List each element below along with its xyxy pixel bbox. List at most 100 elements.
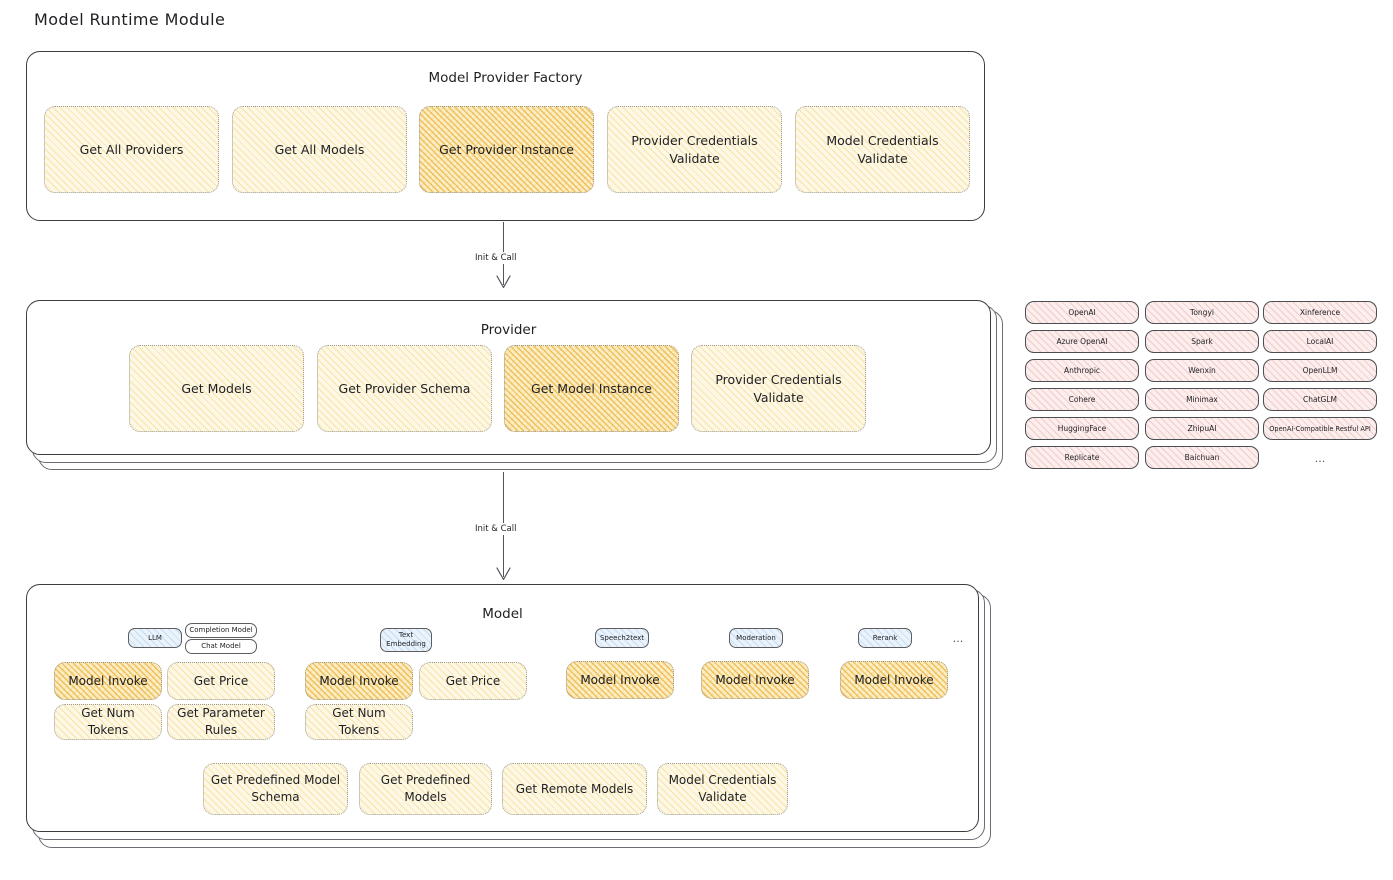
node-get-provider-schema[interactable]: Get Provider Schema — [317, 345, 492, 432]
model-type-badge-speech2text[interactable]: Speech2text — [595, 628, 649, 648]
node-rerank-model-invoke[interactable]: Model Invoke — [840, 661, 948, 699]
provider-chip-cohere[interactable]: Cohere — [1025, 388, 1139, 411]
chip-label: ZhipuAI — [1187, 424, 1217, 433]
provider-chip-openllm[interactable]: OpenLLM — [1263, 359, 1377, 382]
model-subbadge-completion-model[interactable]: Completion Model — [185, 623, 257, 638]
node-label: Get Num Tokens — [332, 706, 386, 737]
node-llm-get-parameter-rules[interactable]: Get Parameter Rules — [167, 704, 275, 740]
node-label: Get Num Tokens — [81, 706, 135, 737]
group-title-factory: Model Provider Factory — [428, 70, 583, 86]
chip-label: Wenxin — [1188, 366, 1216, 375]
provider-chip-chatglm[interactable]: ChatGLM — [1263, 388, 1377, 411]
provider-chip-azure-openai[interactable]: Azure OpenAI — [1025, 330, 1139, 353]
node-label: Get Price — [193, 673, 249, 688]
model-subbadge-chat-model[interactable]: Chat Model — [185, 639, 257, 654]
node-get-predefined-model-schema[interactable]: Get Predefined Model Schema — [203, 763, 348, 815]
badge-label: Speech2text — [599, 633, 645, 642]
group-title-model: Model — [482, 606, 523, 622]
node-llm-get-num-tokens[interactable]: Get Num Tokens — [54, 704, 162, 740]
node-label: Model Credentials Validate — [668, 773, 777, 804]
provider-chip-minimax[interactable]: Minimax — [1145, 388, 1259, 411]
chip-label: Azure OpenAI — [1056, 337, 1108, 346]
node-label: Get Predefined Models — [380, 773, 471, 804]
provider-chip-zhipuai[interactable]: ZhipuAI — [1145, 417, 1259, 440]
provider-chip-xinference[interactable]: Xinference — [1263, 301, 1377, 324]
node-llm-model-invoke[interactable]: Model Invoke — [54, 662, 162, 700]
node-label: Get Models — [181, 380, 252, 396]
chip-label: Replicate — [1064, 453, 1100, 462]
node-model-credentials-validate-model[interactable]: Model Credentials Validate — [657, 763, 788, 815]
node-label: Model Invoke — [580, 672, 660, 687]
node-label: Get Model Instance — [531, 380, 652, 396]
node-label: Provider Credentials Validate — [631, 133, 758, 166]
model-type-badge-text-embedding[interactable]: Text Embedding — [380, 628, 432, 652]
node-label: Get All Providers — [79, 141, 184, 157]
node-label: Get Parameter Rules — [177, 706, 265, 737]
node-provider-credentials-validate[interactable]: Provider Credentials Validate — [691, 345, 866, 432]
node-label: Model Invoke — [854, 672, 934, 687]
provider-chip-baichuan[interactable]: Baichuan — [1145, 446, 1259, 469]
provider-chip-replicate[interactable]: Replicate — [1025, 446, 1139, 469]
node-label: Get Price — [445, 673, 501, 688]
provider-chip-localai[interactable]: LocalAI — [1263, 330, 1377, 353]
arrow-provider-to-model-head — [496, 567, 511, 581]
group-title-provider: Provider — [480, 322, 537, 338]
chip-label: Baichuan — [1184, 453, 1220, 462]
node-model-credentials-validate-factory[interactable]: Model Credentials Validate — [795, 106, 970, 193]
chip-label: OpenLLM — [1302, 366, 1338, 375]
chip-label: ChatGLM — [1303, 395, 1337, 404]
badge-label: Rerank — [872, 633, 898, 642]
node-get-all-models[interactable]: Get All Models — [232, 106, 407, 193]
model-type-badge-llm[interactable]: LLM — [128, 628, 182, 648]
provider-chip-tongyi[interactable]: Tongyi — [1145, 301, 1259, 324]
node-label: Get Predefined Model Schema — [210, 773, 341, 804]
provider-chip-openai[interactable]: OpenAI — [1025, 301, 1139, 324]
node-label: Model Credentials Validate — [826, 133, 939, 166]
provider-chip-huggingface[interactable]: HuggingFace — [1025, 417, 1139, 440]
chip-label: Cohere — [1068, 395, 1096, 404]
node-get-predefined-models[interactable]: Get Predefined Models — [359, 763, 492, 815]
badge-label: Completion Model — [189, 626, 253, 635]
node-llm-get-price[interactable]: Get Price — [167, 662, 275, 700]
node-label: Provider Credentials Validate — [715, 372, 842, 405]
chip-label: LocalAI — [1306, 337, 1334, 346]
model-type-badge-rerank[interactable]: Rerank — [858, 628, 912, 648]
node-provider-credentials-validate-factory[interactable]: Provider Credentials Validate — [607, 106, 782, 193]
chip-label: Xinference — [1299, 308, 1341, 317]
arrow-label-init-call-1: Init & Call — [472, 252, 520, 264]
page-title: Model Runtime Module — [34, 10, 226, 29]
chip-label: Minimax — [1186, 395, 1218, 404]
node-text-embedding-get-num-tokens[interactable]: Get Num Tokens — [305, 704, 413, 740]
arrow-label-init-call-2: Init & Call — [472, 523, 520, 535]
node-label: Model Invoke — [319, 673, 399, 688]
provider-list-more-ellipsis: ... — [1314, 451, 1326, 465]
chip-label: OpenAI — [1068, 308, 1096, 317]
node-get-remote-models[interactable]: Get Remote Models — [502, 763, 647, 815]
provider-chip-spark[interactable]: Spark — [1145, 330, 1259, 353]
chip-label: Anthropic — [1063, 366, 1101, 375]
node-get-provider-instance[interactable]: Get Provider Instance — [419, 106, 594, 193]
badge-label: Moderation — [736, 633, 776, 642]
node-get-model-instance[interactable]: Get Model Instance — [504, 345, 679, 432]
node-get-all-providers[interactable]: Get All Providers — [44, 106, 219, 193]
node-label: Get All Models — [274, 141, 365, 157]
node-label: Get Remote Models — [515, 781, 634, 796]
model-types-more-ellipsis: ... — [952, 631, 964, 645]
arrow-factory-to-provider-head — [496, 275, 511, 289]
provider-chip-wenxin[interactable]: Wenxin — [1145, 359, 1259, 382]
chip-label: HuggingFace — [1057, 424, 1107, 433]
node-label: Model Invoke — [68, 673, 148, 688]
node-get-models[interactable]: Get Models — [129, 345, 304, 432]
node-text-embedding-get-price[interactable]: Get Price — [419, 662, 527, 700]
provider-chip-openai-compatible-restful-api[interactable]: OpenAI-Compatible Restful API — [1263, 417, 1377, 440]
node-speech2text-model-invoke[interactable]: Model Invoke — [566, 661, 674, 699]
node-label: Model Invoke — [715, 672, 795, 687]
model-type-badge-moderation[interactable]: Moderation — [729, 628, 783, 648]
chip-label: Tongyi — [1190, 308, 1214, 317]
node-moderation-model-invoke[interactable]: Model Invoke — [701, 661, 809, 699]
badge-label: Text Embedding — [386, 631, 426, 648]
badge-label: LLM — [148, 633, 162, 642]
node-text-embedding-model-invoke[interactable]: Model Invoke — [305, 662, 413, 700]
provider-chip-anthropic[interactable]: Anthropic — [1025, 359, 1139, 382]
node-label: Get Provider Instance — [439, 141, 574, 157]
